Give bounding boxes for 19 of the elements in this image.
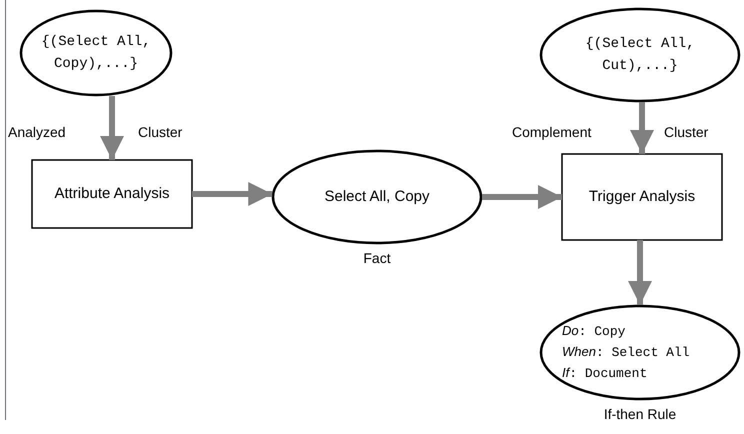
node-text: Do: Copy <box>562 322 626 341</box>
node-text: Select All, Copy <box>323 187 431 207</box>
arrow <box>100 96 124 160</box>
node-text: Attribute Analysis <box>53 184 171 204</box>
node-text: If: Document <box>562 364 648 383</box>
node-text: {(Select All, Cut),...} <box>584 35 696 76</box>
node-text: When: Select All <box>562 343 690 362</box>
node-caption: Fact <box>362 249 392 268</box>
edge-side-label: Cluster <box>138 123 182 142</box>
node-text: Trigger Analysis <box>588 187 696 207</box>
arrow <box>192 182 272 206</box>
node-caption: If-then Rule <box>602 405 678 424</box>
arrow <box>630 102 654 154</box>
arrow <box>628 240 652 305</box>
edge-side-label: Cluster <box>664 123 708 142</box>
edge-side-label: Analyzed <box>8 123 66 142</box>
arrow <box>482 185 562 209</box>
edge-side-label: Complement <box>512 123 592 142</box>
node-text: {(Select All, Copy),...} <box>40 33 152 74</box>
